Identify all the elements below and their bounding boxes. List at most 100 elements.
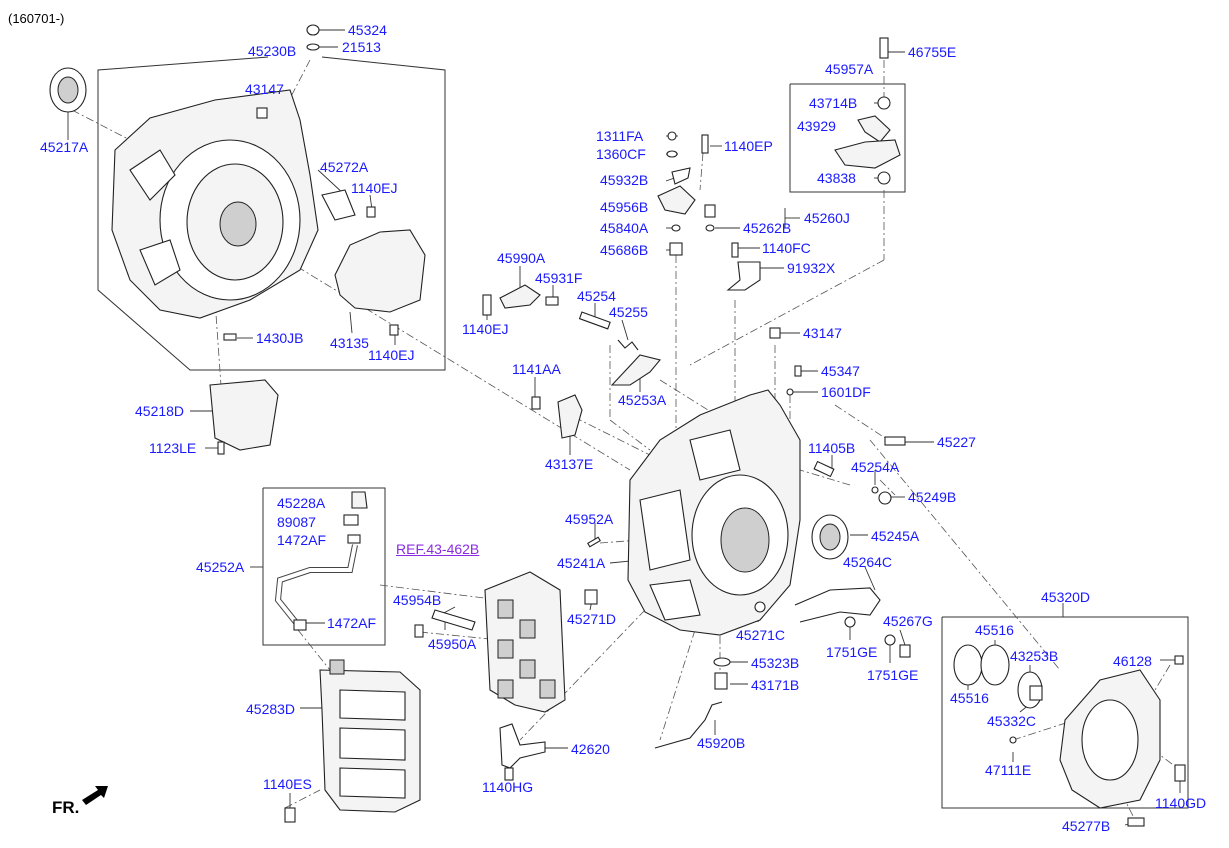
label-45283D[interactable]: 45283D [246,701,296,717]
label-46755E[interactable]: 46755E [908,44,957,60]
plug-45686B [669,242,683,256]
label-43171B[interactable]: 43171B [751,677,800,693]
gasket-45950A [431,609,476,631]
label-1311FA[interactable]: 1311FA [596,128,644,144]
label-45952A[interactable]: 45952A [565,511,614,527]
label-1472AF-b[interactable]: 1472AF [327,615,377,631]
label-45320D[interactable]: 45320D [1041,589,1091,605]
bolt-1123LE [217,441,225,455]
label-45254A[interactable]: 45254A [851,459,900,475]
label-1140GD[interactable]: 1140GD [1155,795,1207,811]
sensor-42620 [499,723,546,769]
tube-45920B [654,701,723,749]
label-45271C[interactable]: 45271C [736,627,786,643]
label-1123LE[interactable]: 1123LE [149,440,197,456]
label-45260J[interactable]: 45260J [804,210,850,226]
label-43929[interactable]: 43929 [797,118,836,134]
bracket-43929b [834,139,901,169]
label-42620[interactable]: 42620 [571,741,610,757]
label-21513[interactable]: 21513 [342,39,381,55]
label-47111E[interactable]: 47111E [985,762,1032,778]
label-45230B[interactable]: 45230B [248,43,297,59]
oil-pan [319,659,421,813]
label-45262B[interactable]: 45262B [743,220,792,236]
label-1140EJ-a[interactable]: 1140EJ [351,180,398,196]
parts [49,24,1186,827]
bolt-45954B [414,624,424,638]
label-43838[interactable]: 43838 [817,170,856,186]
label-45957A[interactable]: 45957A [825,61,874,77]
plug-45271D [584,589,598,605]
label-1751GE-a[interactable]: 1751GE [826,644,878,660]
label-45332C[interactable]: 45332C [987,713,1037,729]
bolt-1140EP [701,134,709,154]
label-45217A[interactable]: 45217A [40,139,89,155]
label-43253B[interactable]: 43253B [1010,648,1059,664]
label-45516-b[interactable]: 45516 [950,690,989,706]
group-box-outlines [97,56,1189,809]
label-45932B[interactable]: 45932B [600,172,649,188]
nut-43714B [877,96,891,110]
label-89087[interactable]: 89087 [277,514,316,530]
label-45252A[interactable]: 45252A [196,559,245,575]
label-45956B[interactable]: 45956B [600,199,649,215]
label-45264C[interactable]: 45264C [843,554,893,570]
label-45271D[interactable]: 45271D [567,611,617,627]
label-11405B[interactable]: 11405B [808,440,856,456]
label-1472AF-a[interactable]: 1472AF [277,532,327,548]
label-45954B[interactable]: 45954B [393,592,442,608]
bolt-1141AA [531,396,541,410]
label-43135[interactable]: 43135 [330,335,369,351]
label-1140HG[interactable]: 1140HG [482,779,534,795]
plug-45271C [754,601,766,613]
label-1751GE-b[interactable]: 1751GE [867,667,919,683]
label-45920B[interactable]: 45920B [697,735,746,751]
label-45255[interactable]: 45255 [609,304,648,320]
transmission-case [627,389,801,636]
detent-45253A [610,354,661,386]
label-1140ES[interactable]: 1140ES [263,776,312,792]
label-45272A[interactable]: 45272A [320,159,369,175]
label-45990A[interactable]: 45990A [497,250,546,266]
label-45840A[interactable]: 45840A [600,220,649,236]
bearing-45332C [1029,685,1043,701]
label-1140FC[interactable]: 1140FC [762,240,811,256]
label-45218D[interactable]: 45218D [135,403,185,419]
label-43147-a[interactable]: 43147 [245,81,284,97]
label-1140EJ-b[interactable]: 1140EJ [368,347,415,363]
label-45686B[interactable]: 45686B [600,242,649,258]
label-45277B[interactable]: 45277B [1062,818,1111,834]
label-1140EP[interactable]: 1140EP [724,138,773,154]
label-45227[interactable]: 45227 [937,434,976,450]
label-45253A[interactable]: 45253A [618,392,667,408]
label-45347[interactable]: 45347 [821,363,860,379]
label-45249B[interactable]: 45249B [908,489,957,505]
label-43137E[interactable]: 43137E [545,456,594,472]
label-1141AA[interactable]: 1141AA [512,361,561,377]
clamp-1472AF-b [293,619,307,631]
label-45950A[interactable]: 45950A [428,636,477,652]
pin-45952A [587,536,601,548]
reference-link-43-462B[interactable]: REF.43-462B [396,541,480,557]
label-45931F[interactable]: 45931F [535,270,583,286]
label-1360CF[interactable]: 1360CF [596,146,646,162]
label-45323B[interactable]: 45323B [751,655,800,671]
label-1140EJ-c[interactable]: 1140EJ [462,321,509,337]
label-45228A[interactable]: 45228A [277,495,326,511]
pin-47111E [1009,736,1017,744]
label-43147-b[interactable]: 43147 [803,325,842,341]
label-43714B[interactable]: 43714B [809,95,858,111]
label-45516-a[interactable]: 45516 [975,622,1014,638]
label-45267G[interactable]: 45267G [883,613,933,629]
label-1601DF[interactable]: 1601DF [821,384,871,400]
label-91932X[interactable]: 91932X [787,260,836,276]
label-45254[interactable]: 45254 [577,288,616,304]
label-46128[interactable]: 46128 [1113,653,1152,669]
label-45241A[interactable]: 45241A [557,555,606,571]
label-45245A[interactable]: 45245A [871,528,920,544]
label-1430JB[interactable]: 1430JB [256,330,304,346]
diagram-code: (160701-) [8,11,65,26]
breather-45228A [351,491,368,509]
bracket-43137E [557,394,583,439]
label-45324[interactable]: 45324 [348,22,387,38]
